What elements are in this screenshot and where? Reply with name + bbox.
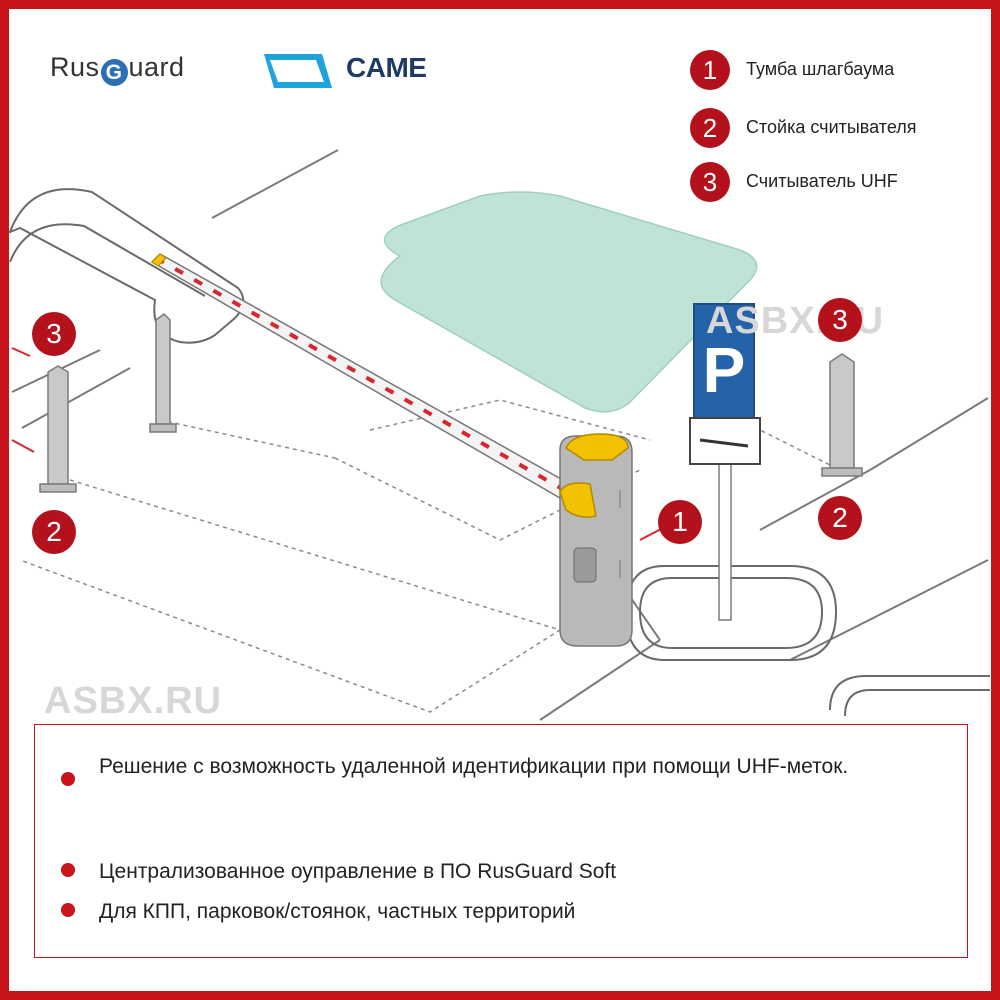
left-reader-stand: [39, 365, 77, 493]
callout-right-reader: 3: [818, 298, 862, 342]
parking-sign-icon: P: [703, 334, 746, 406]
legend-label: Стойка считывателя: [746, 117, 917, 137]
right-island-inner: [638, 577, 824, 649]
rusguard-logo-prefix: Rus: [50, 52, 100, 82]
right-reader-stand: [821, 353, 863, 477]
legend-number: 1: [690, 50, 730, 90]
lower-island-inner: [844, 689, 990, 717]
rusguard-logo-g: G: [100, 59, 128, 86]
legend-label: Считыватель UHF: [746, 171, 898, 191]
feature-box: Решение с возможность удаленной идентифи…: [34, 724, 968, 958]
legend-number: 3: [690, 162, 730, 202]
callout-left-stand: 2: [32, 510, 76, 554]
feature-text: Решение с возможность удаленной идентифи…: [99, 755, 849, 778]
legend-number: 2: [690, 108, 730, 148]
callout-barrier: 1: [658, 500, 702, 544]
canopy: [380, 191, 758, 413]
left-far-reader-stand: [149, 313, 177, 433]
bullet: [61, 903, 75, 917]
legend-label: Тумба шлагбаума: [746, 59, 895, 79]
bullet: [61, 863, 75, 877]
parking-sign: P: [689, 303, 761, 621]
watermark: ASBX.RU: [44, 680, 223, 722]
feature-text: Централизованное оуправление в ПО RusGua…: [99, 860, 617, 883]
left-island-inner: [9, 223, 206, 297]
feature-text: Для КПП, парковок/стоянок, частных терри…: [99, 900, 576, 923]
barrier-cabinet: [559, 433, 633, 647]
callout-left-reader: 3: [32, 312, 76, 356]
rusguard-logo-suffix: uard: [128, 52, 185, 82]
lower-island: [829, 675, 990, 711]
came-logo-text: CAME: [346, 52, 427, 83]
callout-right-stand: 2: [818, 496, 862, 540]
bullet: [61, 772, 75, 786]
came-logo-icon: [264, 54, 332, 88]
